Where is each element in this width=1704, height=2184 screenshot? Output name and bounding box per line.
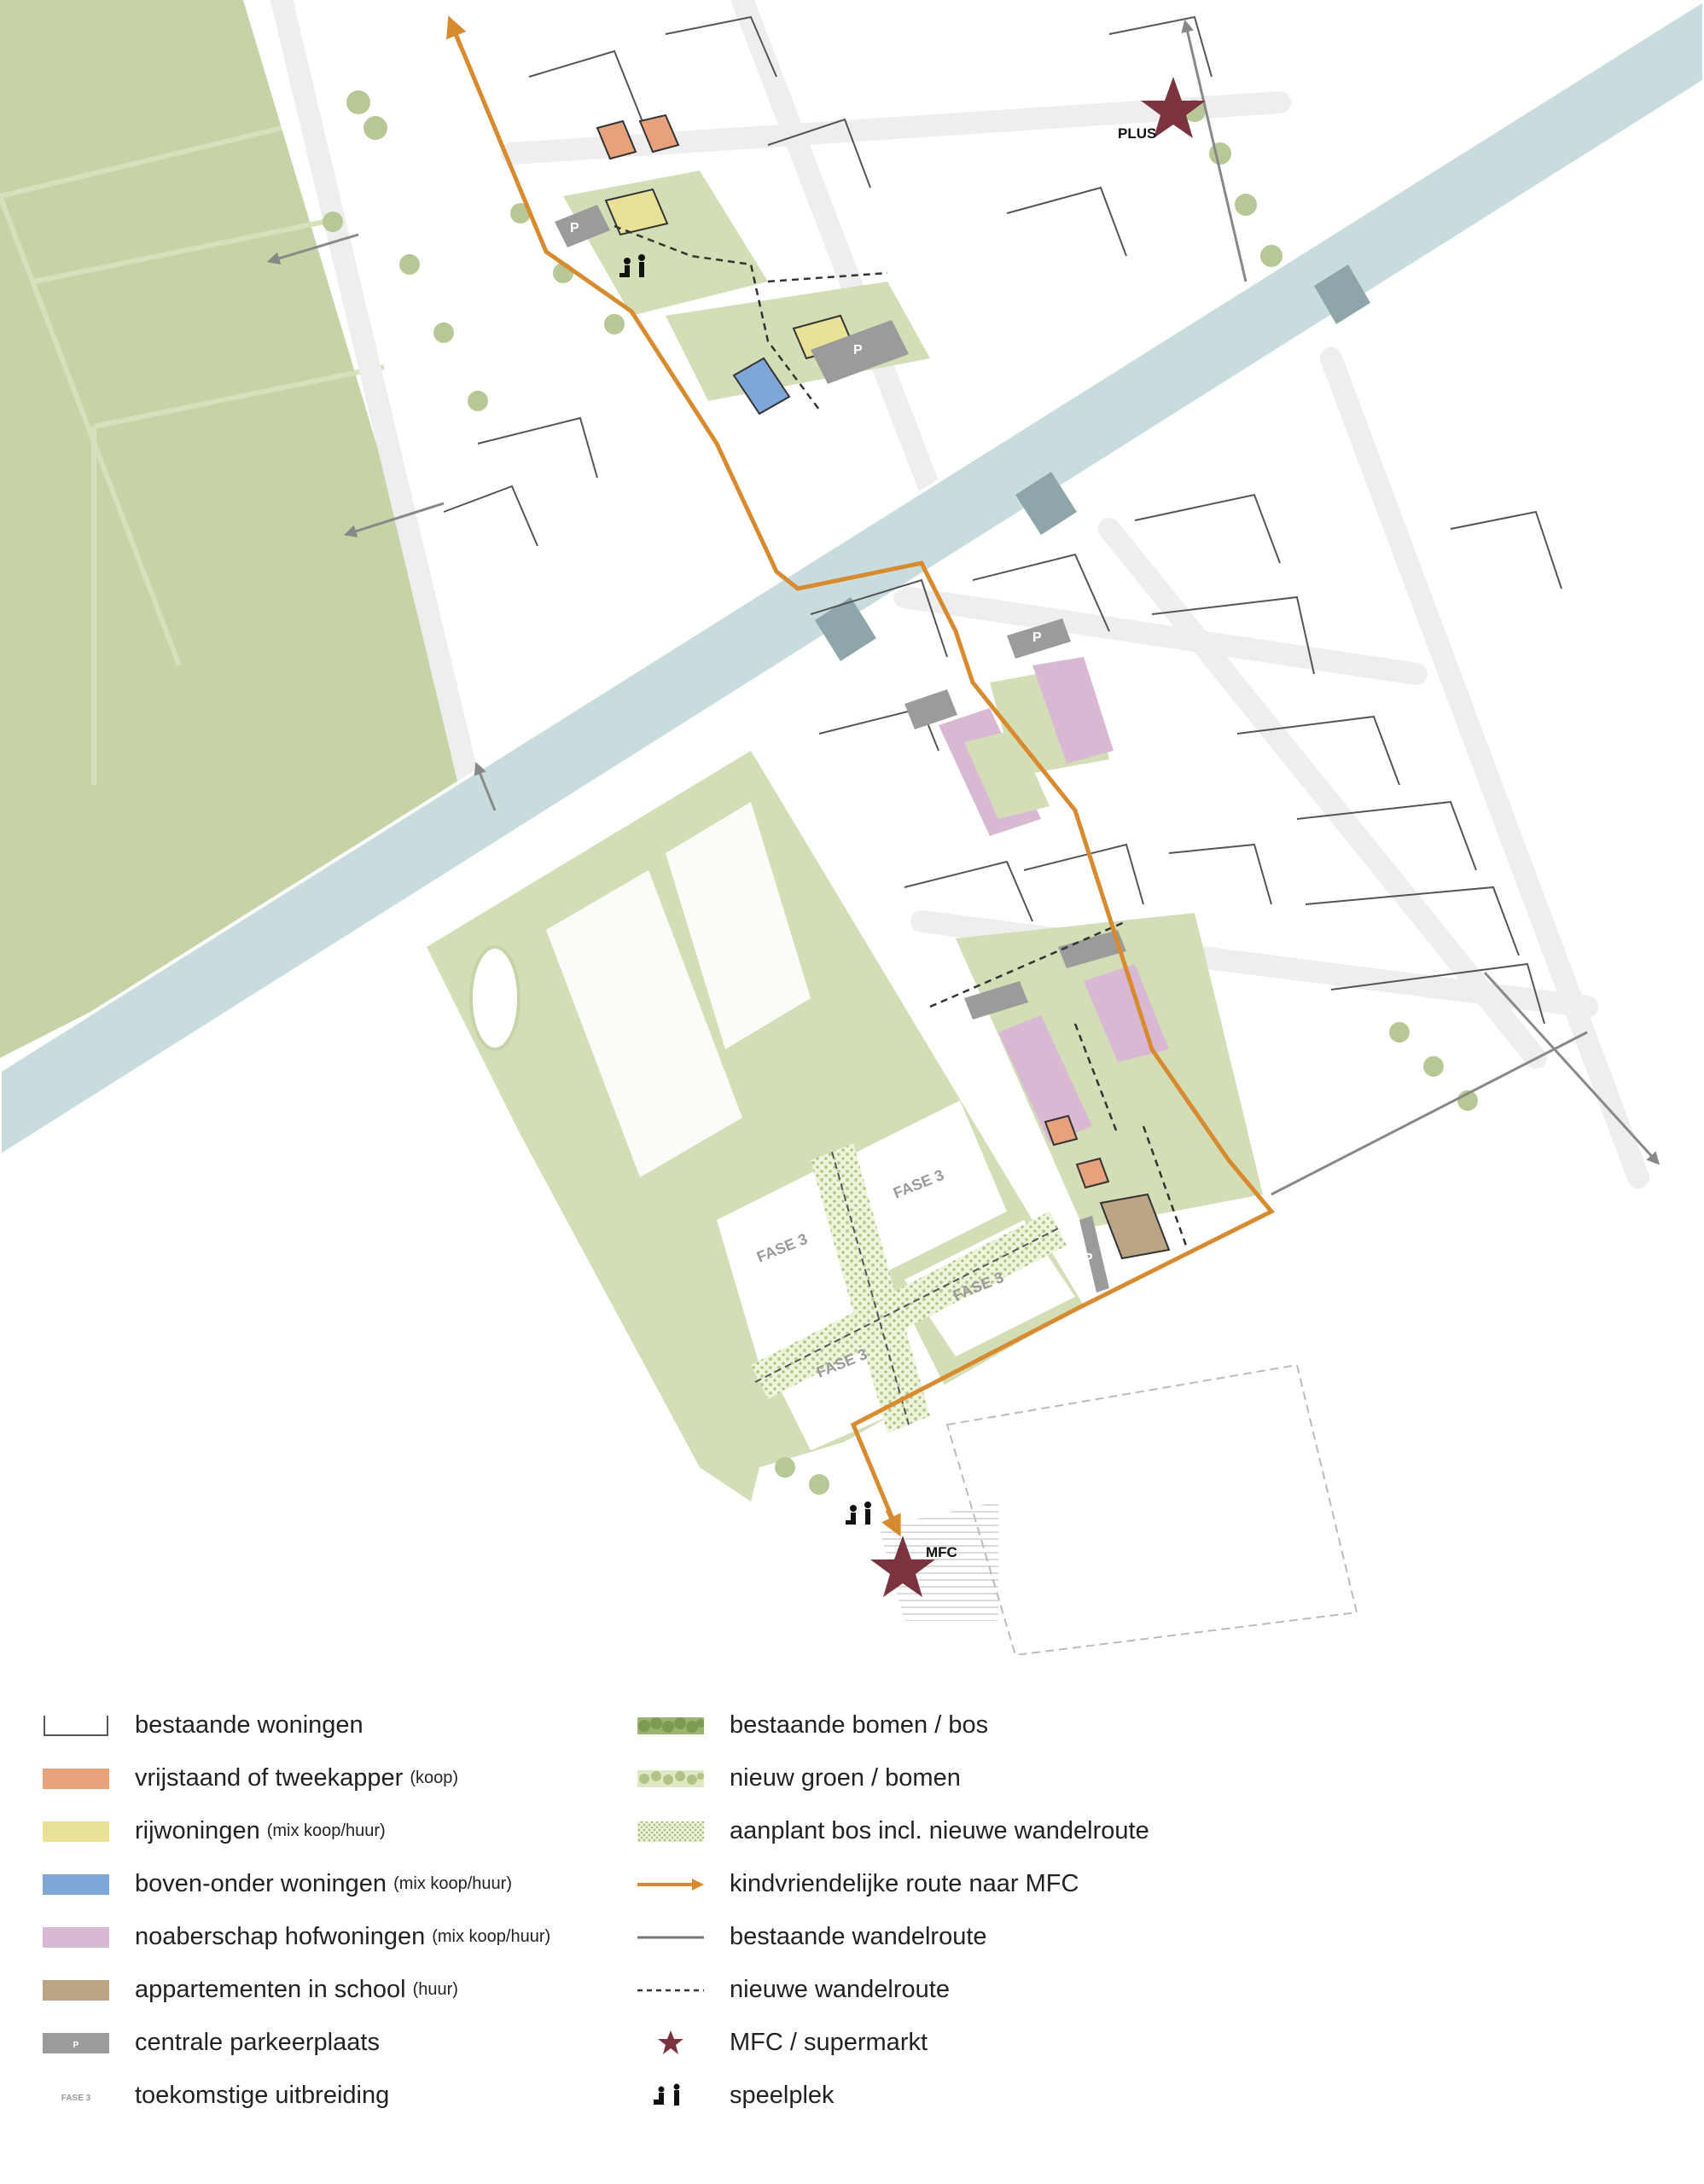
legend-label: rijwoningen — [135, 1816, 260, 1844]
legend-swatch-star — [637, 2030, 704, 2055]
central-development — [904, 619, 1114, 836]
legend-item-school-apartments: appartementen in school (huur) — [43, 1972, 458, 2007]
legend-item-forest-planting: aanplant bos incl. nieuwe wandelroute — [637, 1814, 1149, 1848]
legend-note: (mix koop/huur) — [432, 1926, 551, 1946]
legend-note: (mix koop/huur) — [393, 1873, 512, 1893]
legend-label: centrale parkeerplaats — [135, 2028, 380, 2056]
legend-label: vrijstaand of tweekapper — [135, 1763, 404, 1792]
legend-item-detached: vrijstaand of tweekapper (koop) — [43, 1761, 458, 1795]
legend-swatch-future-expansion: FASE 3 — [43, 2082, 109, 2108]
canal-bridge-2 — [815, 597, 876, 661]
new-walking-routes — [614, 224, 1188, 1246]
existing-trees — [323, 90, 1478, 1495]
existing-walking-routes — [266, 19, 1660, 1196]
plus-label: PLUS — [1118, 125, 1156, 142]
legend-label: MFC / supermarkt — [730, 2028, 928, 2056]
sports-field-1 — [546, 870, 742, 1177]
parking-label-south: P — [1084, 1252, 1093, 1266]
legend-swatch-upper-lower — [43, 1871, 109, 1896]
mfc-star-icon — [870, 1536, 935, 1597]
mfc-label: MFC — [926, 1544, 957, 1560]
legend-item-new-green: nieuw groen / bomen — [637, 1761, 961, 1795]
legend-swatch-row-houses — [43, 1818, 109, 1844]
legend-label: noaberschap hofwoningen — [135, 1922, 426, 1950]
plus-star-icon — [1141, 77, 1206, 138]
legend-item-playground: speelplek — [637, 2078, 835, 2112]
legend-label: bestaande woningen — [135, 1711, 363, 1739]
legend-label: aanplant bos incl. nieuwe wandelroute — [730, 1816, 1149, 1844]
legend-note: (koop) — [410, 1768, 459, 1787]
north-development — [555, 113, 930, 415]
canal-bridge-1 — [1015, 472, 1077, 535]
legend-swatch-new-green — [637, 1765, 704, 1791]
legend-item-child-route: kindvriendelijke route naar MFC — [637, 1867, 1079, 1901]
legend-swatch-existing-houses — [43, 1712, 109, 1738]
legend-swatch-parking: P — [43, 2030, 109, 2055]
legend-swatch-courtyard — [43, 1924, 109, 1949]
parking-label-central: P — [1032, 630, 1042, 645]
legend-label: toekomstige uitbreiding — [135, 2081, 390, 2109]
playground-icon — [654, 2083, 680, 2106]
fase3-forest-strip — [751, 1143, 1067, 1433]
fase-swatch-text: FASE 3 — [61, 2094, 91, 2103]
legend-label: boven-onder woningen — [135, 1869, 387, 1897]
legend-label: appartementen in school — [135, 1975, 406, 2003]
legend-item-existing-houses: bestaande woningen — [43, 1708, 363, 1742]
child-friendly-route — [450, 25, 1275, 1528]
parking-label-north-2: P — [853, 343, 863, 357]
legend-label: nieuwe wandelroute — [730, 1975, 950, 2003]
open-field — [945, 1363, 1358, 1655]
legend-label: bestaande wandelroute — [730, 1922, 987, 1950]
legend-item-future-expansion: FASE 3 toekomstige uitbreiding — [43, 2078, 389, 2112]
star-icon — [658, 2030, 683, 2054]
legend-note: (huur) — [412, 1979, 458, 1999]
legend-swatch-existing-trees — [637, 1712, 704, 1738]
south-development — [956, 913, 1263, 1292]
sports-field-2 — [666, 802, 811, 1049]
site-plan-map: P P P P FASE 3 FASE 3 FASE 3 FASE 3 PLUS… — [0, 0, 1704, 1655]
legend-label: nieuw groen / bomen — [730, 1763, 961, 1792]
fase3-block-1 — [717, 1169, 862, 1365]
playground-icon — [619, 254, 645, 277]
legend-swatch-child-route — [637, 1871, 704, 1896]
legend-swatch-playground — [637, 2082, 704, 2108]
legend-swatch-school-apartments — [43, 1977, 109, 2002]
legend-swatch-forest-planting — [637, 1818, 704, 1844]
legend-label: speelplek — [730, 2081, 835, 2109]
mfc-area — [879, 1502, 998, 1621]
legend-label: kindvriendelijke route naar MFC — [730, 1869, 1079, 1897]
playground-icon-south — [846, 1502, 871, 1525]
legend-swatch-new-walk — [637, 1977, 704, 2002]
legend-swatch-detached — [43, 1765, 109, 1791]
legend-item-existing-trees: bestaande bomen / bos — [637, 1708, 988, 1742]
legend-label: bestaande bomen / bos — [730, 1711, 989, 1739]
legend-item-upper-lower: boven-onder woningen (mix koop/huur) — [43, 1867, 512, 1901]
legend-item-courtyard: noaberschap hofwoningen (mix koop/huur) — [43, 1920, 550, 1954]
legend-item-mfc-supermarket: MFC / supermarkt — [637, 2025, 928, 2059]
existing-housing — [443, 15, 1562, 1025]
legend-item-row-houses: rijwoningen (mix koop/huur) — [43, 1814, 386, 1848]
parking-swatch-text: P — [73, 2041, 79, 2050]
legend-note: (mix koop/huur) — [266, 1821, 386, 1840]
legend-item-existing-walk: bestaande wandelroute — [637, 1920, 987, 1954]
canal-bridge-3 — [1314, 264, 1370, 324]
legend-item-new-walk: nieuwe wandelroute — [637, 1972, 950, 2007]
legend-swatch-existing-walk — [637, 1924, 704, 1949]
legend: bestaande woningen vrijstaand of tweekap… — [0, 1698, 1704, 2158]
legend-item-parking: P centrale parkeerplaats — [43, 2025, 380, 2059]
parking-label-north: P — [570, 221, 579, 235]
